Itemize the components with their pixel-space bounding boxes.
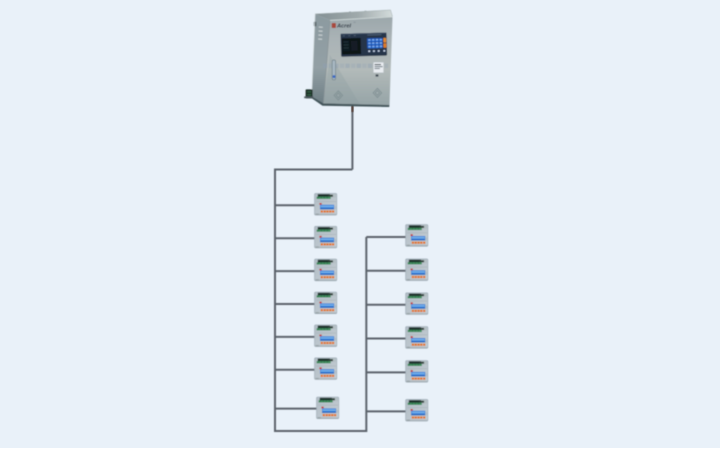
svg-text:Acrel: Acrel [336, 24, 351, 30]
